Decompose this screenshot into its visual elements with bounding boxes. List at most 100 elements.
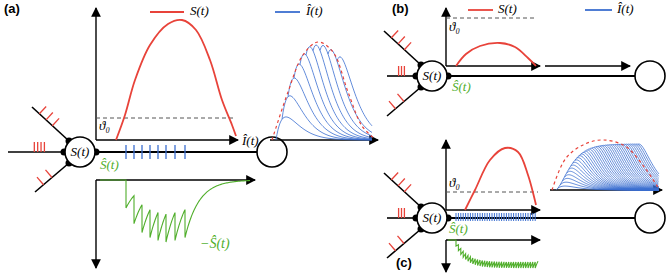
soma-label: S(t) <box>71 145 90 159</box>
plot-axis <box>446 239 540 240</box>
axon <box>448 75 635 77</box>
input-spike <box>404 184 411 191</box>
input-spike <box>44 142 45 152</box>
feedback-trace <box>448 240 538 268</box>
feedback-signal-name: Ŝ(t) <box>452 80 471 94</box>
psp-trace <box>328 50 372 133</box>
output-spike <box>468 213 469 221</box>
legend-entry: S(t) <box>190 4 209 18</box>
output-spike <box>484 213 485 221</box>
output-spike <box>165 145 166 159</box>
membrane-trace <box>116 20 236 140</box>
output-spike <box>482 213 483 221</box>
output-spike <box>458 213 459 221</box>
dendrite <box>387 87 421 116</box>
plot-axis <box>445 240 446 272</box>
input-spike <box>401 66 402 76</box>
soma-label: S(t) <box>423 69 442 83</box>
input-spike <box>39 106 46 113</box>
output-spike <box>520 213 521 221</box>
input-spike <box>404 208 405 218</box>
legend-entry: S(t) <box>498 2 517 16</box>
output-spike <box>174 145 175 159</box>
psp-trace <box>623 144 658 185</box>
output-spike <box>480 213 481 221</box>
output-spike <box>125 145 126 159</box>
membrane-trace <box>465 148 536 210</box>
plot-axis <box>446 209 540 210</box>
dendrite <box>387 229 421 258</box>
psp-trace <box>613 144 659 188</box>
plot-axis <box>95 8 96 140</box>
dendrite <box>35 163 69 192</box>
threshold-line <box>96 118 236 119</box>
output-spike <box>472 213 473 221</box>
psp-trace <box>617 144 659 187</box>
plot-axis <box>445 140 446 210</box>
psp-trace <box>611 145 659 189</box>
output-spike <box>487 213 488 221</box>
output-spike <box>506 213 507 221</box>
input-spike <box>401 208 402 218</box>
output-spike <box>504 213 505 221</box>
membrane-trace <box>456 43 536 66</box>
plot-axis <box>446 65 540 66</box>
input-spike <box>46 170 52 178</box>
input-spike <box>404 42 411 49</box>
output-spike <box>496 213 497 221</box>
output-spike <box>528 213 529 221</box>
output-spike <box>470 213 471 221</box>
feedback-signal-name: Ŝ(t) <box>100 158 119 172</box>
input-spike <box>398 37 405 44</box>
output-spike <box>460 213 461 221</box>
psp-trace <box>638 144 659 174</box>
psp-trace <box>276 117 372 140</box>
axon <box>96 151 257 153</box>
output-spike <box>489 213 490 221</box>
plot-axis <box>545 65 630 66</box>
legend-line <box>468 9 493 11</box>
output-spike <box>501 213 502 221</box>
threshold-line <box>446 18 535 19</box>
plot-axis <box>96 139 238 140</box>
output-spike <box>475 213 476 221</box>
psp-trace <box>320 45 372 135</box>
legend-line <box>150 11 184 13</box>
psp-trace <box>306 47 372 139</box>
dendrite <box>384 31 421 65</box>
input-spike <box>389 101 395 109</box>
output-spike <box>477 213 478 221</box>
threshold-symbol: ϑ₀ <box>99 119 110 133</box>
output-spike <box>525 213 526 221</box>
output-spike <box>516 213 517 221</box>
psp-trace <box>634 144 659 178</box>
output-spike <box>508 213 509 221</box>
output-spike <box>513 213 514 221</box>
soma-shape <box>417 203 447 233</box>
psp-trace <box>337 57 372 126</box>
legend-line <box>275 11 300 13</box>
output-spike <box>511 213 512 221</box>
output-spike <box>141 145 142 159</box>
input-spike <box>391 30 398 37</box>
psp-trace <box>609 145 659 189</box>
psp-trace <box>627 144 658 183</box>
legend-text: Î(t) <box>617 1 634 16</box>
panel-letter: (c) <box>396 256 412 270</box>
input-spike <box>46 113 53 120</box>
input-spike <box>37 142 38 152</box>
target-neuron <box>635 203 665 233</box>
dendrite <box>384 173 421 207</box>
output-spike <box>463 213 464 221</box>
output-spike <box>535 213 536 221</box>
output-spike <box>532 213 533 221</box>
psp-trace <box>630 144 659 182</box>
input-spike <box>398 179 405 186</box>
plot-axis <box>445 8 446 66</box>
output-spike <box>518 213 519 221</box>
output-spike <box>465 213 466 221</box>
output-spike <box>492 213 493 221</box>
soma-shape <box>65 137 95 167</box>
threshold-symbol: ϑ₀ <box>449 20 460 34</box>
